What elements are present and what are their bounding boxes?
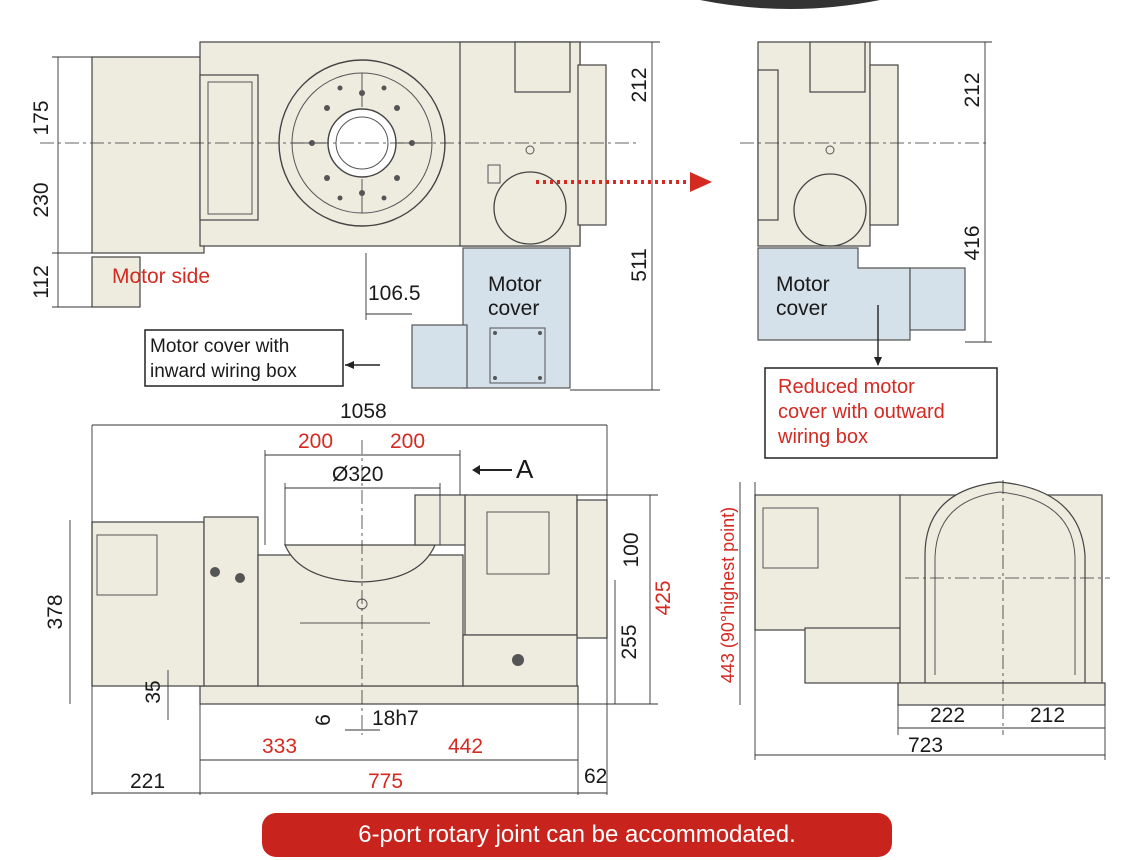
callout-inward-box xyxy=(144,329,344,387)
callout-outward-line1: Reduced motor xyxy=(778,376,915,398)
dim-425: 425 xyxy=(652,580,675,615)
callout-outward-line2: cover with outward xyxy=(778,401,945,423)
right-motor-cover-line1: Motor xyxy=(776,273,830,296)
dim-443: 443 (90°highest point) xyxy=(718,507,738,683)
dim-112: 112 xyxy=(30,265,53,298)
dim-dia-320: Ø320 xyxy=(332,463,383,486)
dim-200-left: 200 xyxy=(298,430,333,453)
dim-175: 175 xyxy=(30,100,53,135)
dim-212-side: 212 xyxy=(1030,704,1065,727)
dim-221: 221 xyxy=(130,770,165,793)
bearing-block xyxy=(199,74,259,221)
table-bolts xyxy=(309,85,415,201)
top-left-view xyxy=(40,41,660,391)
top-cropped-arc xyxy=(700,0,880,9)
right-worm-housing xyxy=(793,173,867,247)
dim-106-5: 106.5 xyxy=(368,282,421,305)
callout-inward-line2: inward wiring box xyxy=(150,361,297,382)
dim-775: 775 xyxy=(368,770,403,793)
banner-text: 6-port rotary joint can be accommodated. xyxy=(358,821,796,848)
dim-35: 35 xyxy=(142,680,165,703)
motor-side-label: Motor side xyxy=(112,265,210,288)
wiring-box xyxy=(411,324,468,389)
dim-100: 100 xyxy=(620,532,643,567)
dim-511: 511 xyxy=(628,248,651,281)
outward-wiring-box xyxy=(909,267,966,331)
right-motor-cover-line2: cover xyxy=(776,297,827,320)
dim-333: 333 xyxy=(262,735,297,758)
dim-230: 230 xyxy=(30,182,53,217)
dim-222: 222 xyxy=(930,704,965,727)
dim-62: 62 xyxy=(584,765,607,788)
dim-378: 378 xyxy=(44,594,67,629)
view-a-label: A xyxy=(516,454,534,484)
motor-cover-label-line1: Motor xyxy=(488,273,542,296)
front-bearing-block xyxy=(203,516,259,687)
dim-212-top-left: 212 xyxy=(628,67,651,102)
worm-housing xyxy=(493,171,567,245)
base-plate xyxy=(199,685,579,705)
dim-18h7: 18h7 xyxy=(372,707,419,730)
dim-723: 723 xyxy=(908,734,943,757)
motor-side-box xyxy=(91,256,141,308)
front-view xyxy=(69,424,658,795)
side-view xyxy=(739,480,1110,760)
dim-200-right: 200 xyxy=(390,430,425,453)
dim-416: 416 xyxy=(961,225,984,260)
front-motor xyxy=(91,521,205,687)
transition-arrowhead xyxy=(690,172,712,192)
motor-cover xyxy=(462,247,571,389)
dim-1058: 1058 xyxy=(340,400,387,423)
dim-212-top-right: 212 xyxy=(961,72,984,107)
callout-outward-line3: wiring box xyxy=(777,426,868,448)
side-plate xyxy=(577,64,607,226)
motor-block xyxy=(91,56,205,254)
side-motor xyxy=(754,494,904,631)
motor-cover-label-line2: cover xyxy=(488,297,539,320)
dim-255: 255 xyxy=(618,624,641,659)
front-gear-housing xyxy=(464,494,578,636)
banner-background xyxy=(262,813,892,857)
dim-442: 442 xyxy=(448,735,483,758)
front-table xyxy=(284,544,436,583)
side-table-arc xyxy=(924,481,1086,684)
side-base xyxy=(897,682,1106,706)
callout-inward-line1: Motor cover with xyxy=(150,336,289,357)
dim-6: 6 xyxy=(312,714,335,726)
callout-outward-box xyxy=(764,367,998,459)
top-right-view xyxy=(740,41,998,459)
